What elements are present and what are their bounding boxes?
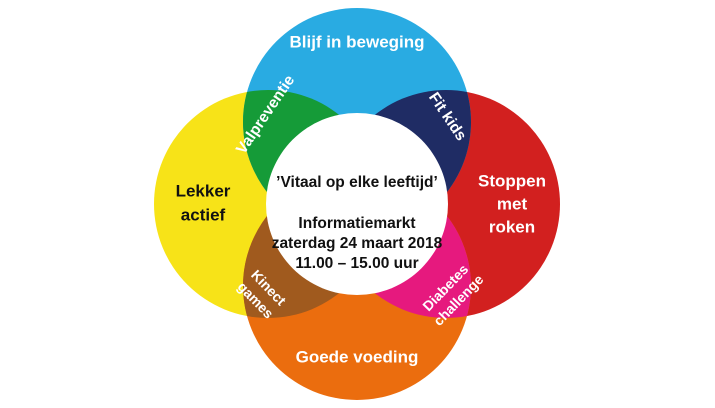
petal-label-lekker-actief-line1: Lekker <box>176 181 231 200</box>
petal-label-goede-voeding: Goede voeding <box>296 347 419 366</box>
petal-label-stoppen-met-roken-line1: Stoppen <box>478 171 546 190</box>
petal-label-stoppen-met-roken-line2: met <box>497 194 528 213</box>
petal-label-blijf-in-beweging: Blijf in beweging <box>289 32 424 51</box>
petal-label-stoppen-met-roken-line3: roken <box>489 217 535 236</box>
center-text-block: ’Vitaal op elke leeftijd’ Informatiemark… <box>272 174 443 272</box>
petal-label-stoppen-met-roken: Stoppen met roken <box>478 171 546 236</box>
petal-label-lekker-actief: Lekker actief <box>176 181 231 224</box>
center-line-2: zaterdag 24 maart 2018 <box>272 235 443 252</box>
center-disc <box>266 113 448 295</box>
petal-label-lekker-actief-line2: actief <box>181 205 226 224</box>
center-line-1: Informatiemarkt <box>298 215 415 232</box>
center-title: ’Vitaal op elke leeftijd’ <box>276 174 438 191</box>
center-line-3: 11.00 – 15.00 uur <box>295 255 418 272</box>
